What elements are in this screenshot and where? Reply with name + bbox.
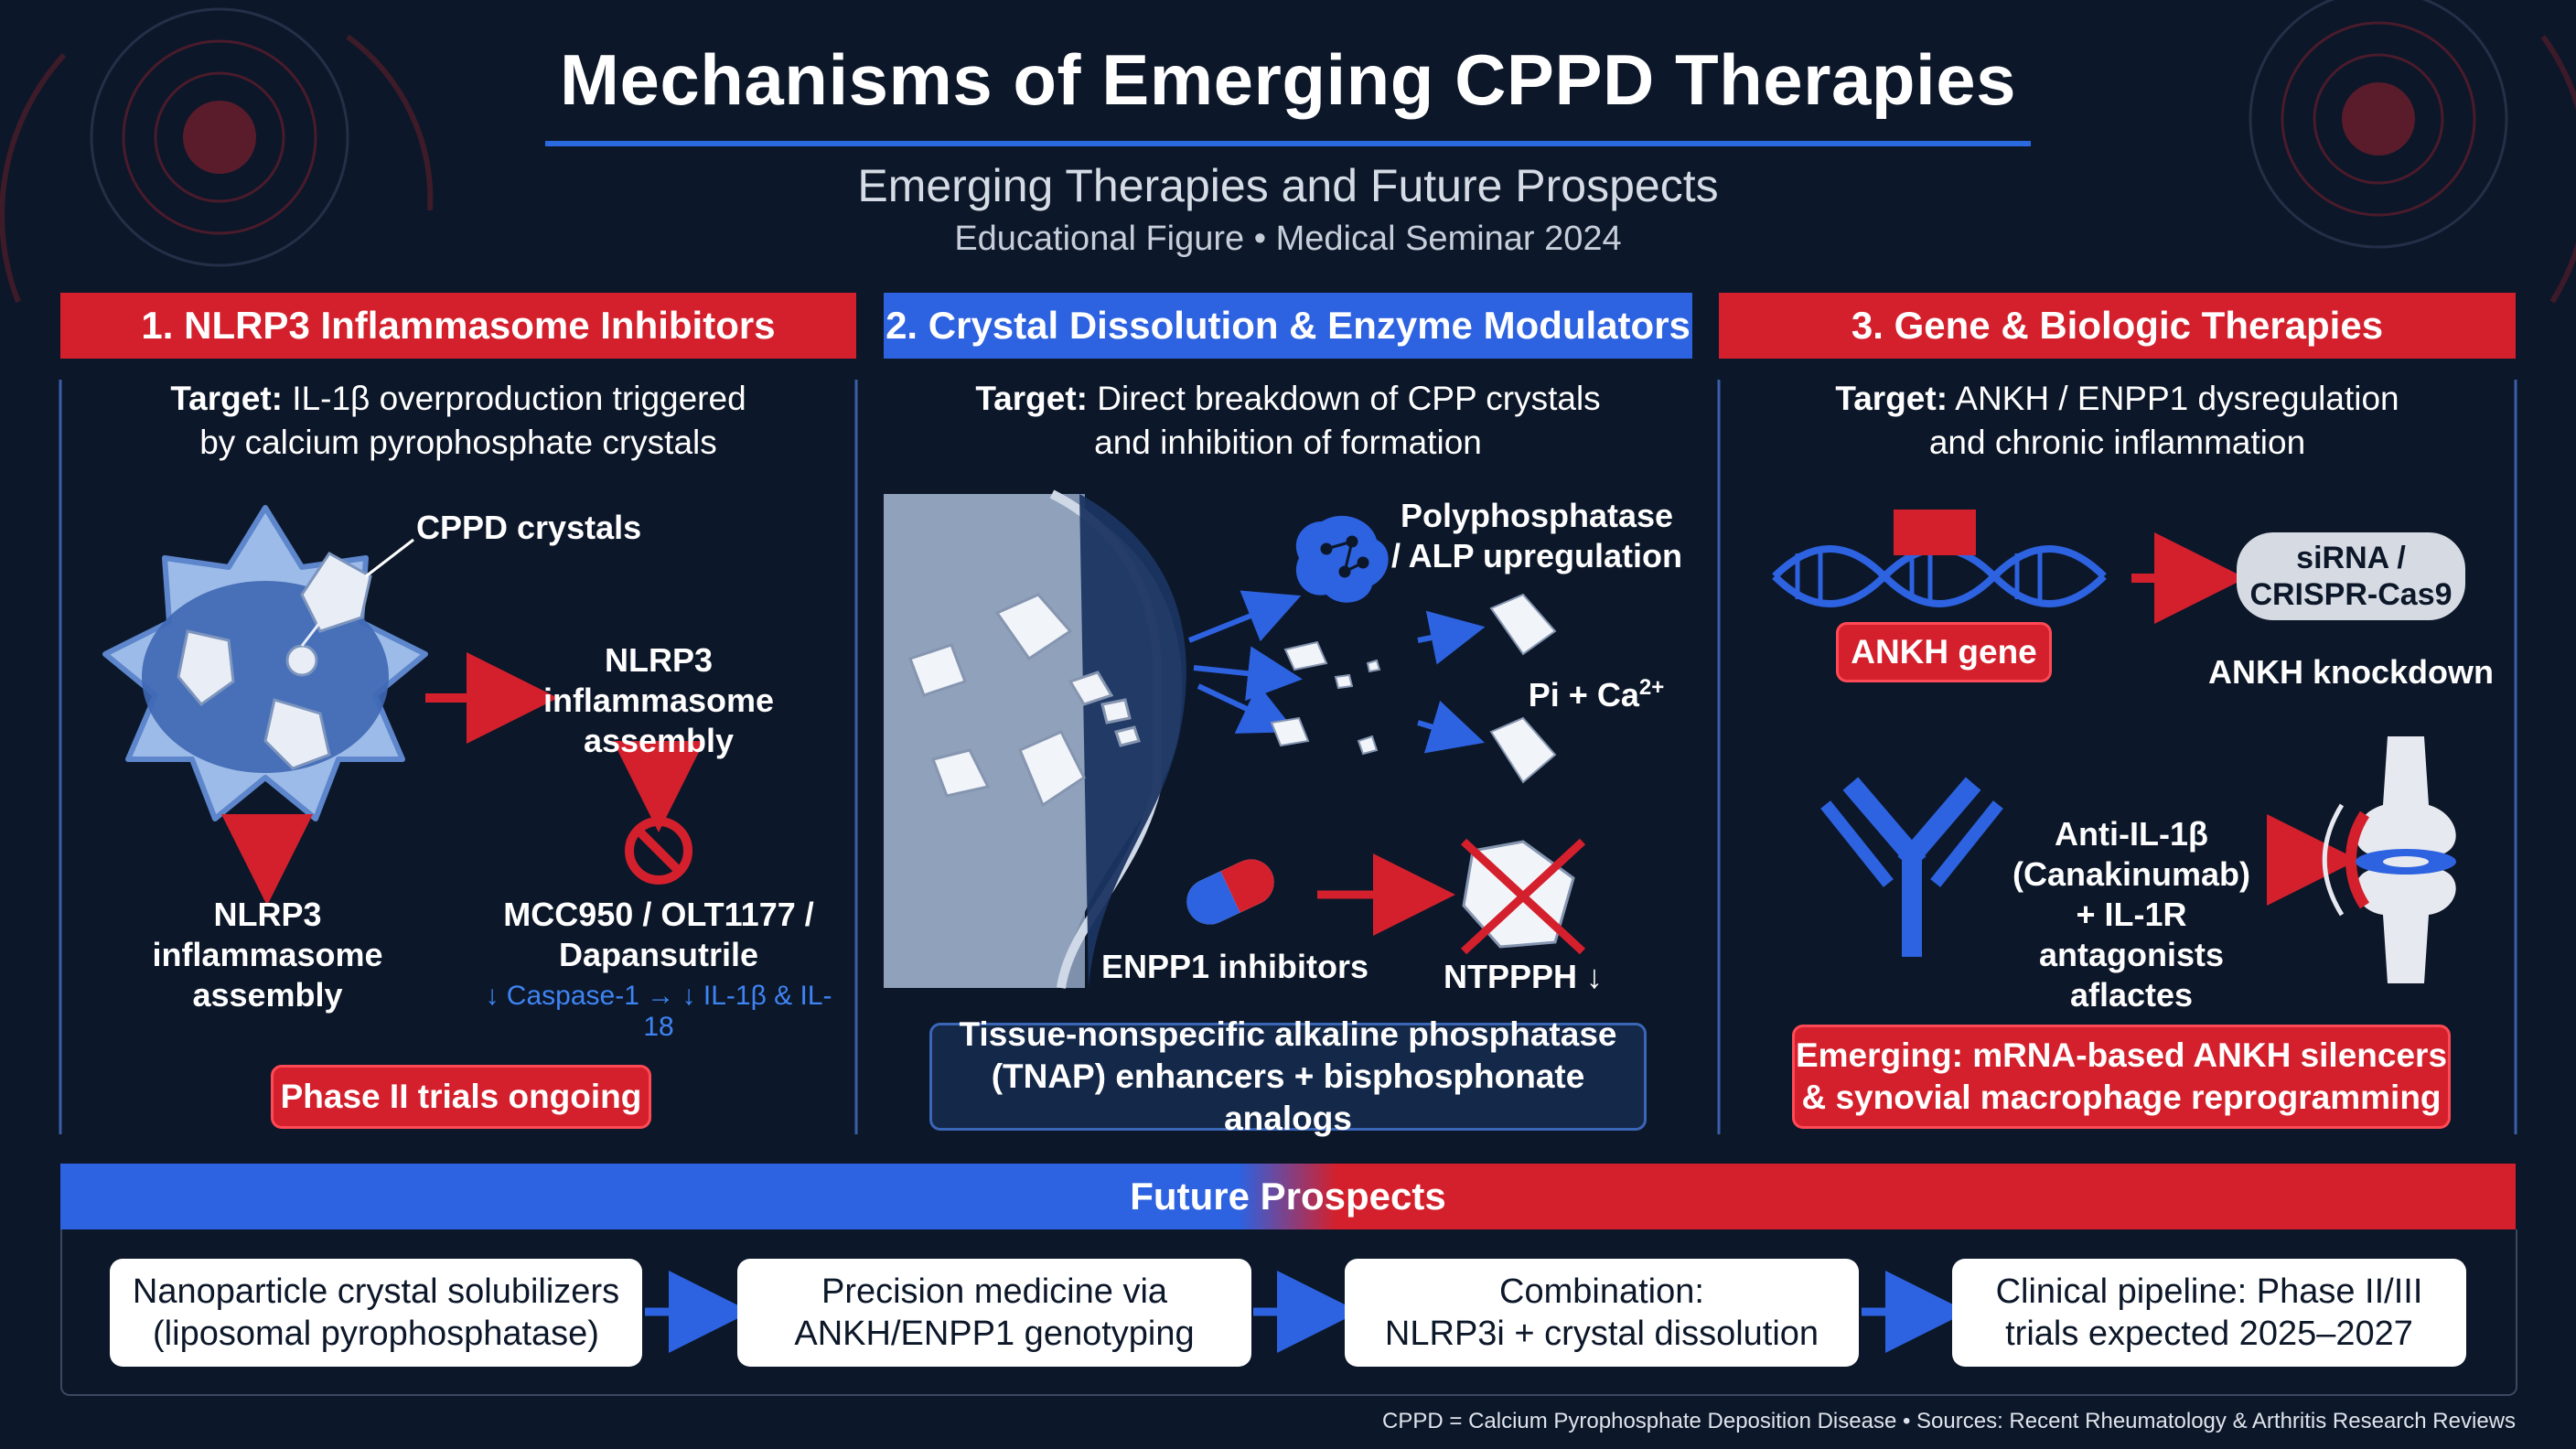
antibody-icon [1820, 777, 2003, 957]
inhibit-icon [625, 817, 692, 885]
ions-text: Pi + Ca [1528, 676, 1639, 714]
enpp1-inhibitors-label: ENPP1 inhibitors [1100, 948, 1369, 985]
tnap-note-box: Tissue-nonspecific alkaline phosphatase … [929, 1015, 1647, 1137]
panel-2-target-label: Target: [975, 380, 1088, 417]
ions-label: Pi + Ca2+ [1519, 668, 1674, 715]
capsule-icon [1186, 859, 1274, 925]
nlrp3-assembly-label-right: NLRP3 inflammasome assembly [542, 641, 775, 759]
panel-2-target-line-1: Direct breakdown of CPP crystals [1087, 380, 1601, 417]
panel-3-target-label: Target: [1835, 380, 1948, 417]
panel-3-target-line-2: and chronic inflammation [1928, 424, 2306, 461]
sirna-crispr-badge: siRNA / CRISPR-Cas9 [2237, 532, 2465, 620]
inhibitor-drugs-label: MCC950 / OLT1177 / Dapansutrile [503, 896, 814, 973]
future-prospects-heading: Future Prospects [60, 1164, 2516, 1229]
future-item-nanoparticle: Nanoparticle crystal solubilizers (lipos… [110, 1259, 642, 1367]
panel-1-target: Target: IL-1β overproduction triggered b… [60, 377, 856, 465]
ankh-knockdown-label: ANKH knockdown [2207, 653, 2494, 691]
page-title: Mechanisms of Emerging CPPD Therapies [560, 39, 2016, 120]
page-byline: Educational Figure • Medical Seminar 202… [954, 220, 1622, 258]
macrophage-cell-icon [102, 505, 428, 821]
caspase-effect-label: ↓ Caspase-1 → ↓ IL-1β & IL-18 [485, 981, 832, 1042]
dissolution-arrows [1187, 590, 1486, 754]
enzyme-icon [1295, 515, 1389, 603]
future-prospects-frame [60, 1229, 2517, 1396]
blocked-crystal-icon [1460, 838, 1586, 955]
anti-il1b-label: Anti-IL-1β (Canakinumab) + IL-1R antagon… [2012, 815, 2251, 1014]
left-ring-decoration [0, 7, 434, 304]
panel-2-heading: 2. Crystal Dissolution & Enzyme Modulato… [884, 293, 1692, 359]
ankh-gene-badge: ANKH gene [1836, 622, 2052, 682]
panel-1-target-line-1: IL-1β overproduction triggered [282, 380, 746, 417]
panel-3-heading: 3. Gene & Biologic Therapies [1719, 293, 2516, 359]
cppd-crystals-label: CPPD crystals [416, 509, 642, 546]
footnote: CPPD = Calcium Pyrophosphate Deposition … [1382, 1409, 2516, 1433]
right-ring-decoration [2249, 0, 2576, 304]
panel-3-target-line-1: ANKH / ENPP1 dysregulation [1948, 380, 2399, 417]
panel-2-target: Target: Direct breakdown of CPP crystals… [884, 377, 1692, 465]
crystal-fragments [1270, 593, 1557, 784]
future-item-precision-medicine: Precision medicine via ANKH/ENPP1 genoty… [737, 1259, 1251, 1367]
page-subtitle: Emerging Therapies and Future Prospects [857, 160, 1719, 211]
future-item-combination: Combination: NLRP3i + crystal dissolutio… [1345, 1259, 1859, 1367]
enzyme-label: Polyphosphatase / ALP upregulation [1390, 497, 1682, 574]
knee-joint-icon [2322, 736, 2456, 983]
ions-superscript: 2+ [1638, 675, 1665, 700]
phase-ii-status-badge: Phase II trials ongoing [271, 1065, 651, 1129]
nlrp3-assembly-label-left: NLRP3 inflammasome assembly [152, 896, 383, 1014]
panel-1-target-label: Target: [170, 380, 283, 417]
ntppph-label: NTPPPH ↓ [1443, 958, 1604, 995]
dna-helix-icon [1772, 510, 2107, 607]
future-item-clinical-pipeline: Clinical pipeline: Phase II/III trials e… [1952, 1259, 2466, 1367]
panel-2-target-line-2: and inhibition of formation [1094, 424, 1482, 461]
panel-1-target-line-2: by calcium pyrophosphate crystals [199, 424, 717, 461]
title-underline [545, 141, 2031, 146]
panel-1-heading: 1. NLRP3 Inflammasome Inhibitors [60, 293, 856, 359]
panel-dividers [59, 380, 2517, 1134]
joint-cartilage-illustration [884, 489, 1186, 989]
emerging-therapies-box: Emerging: mRNA-based ANKH silencers & sy… [1792, 1025, 2451, 1129]
panel-3-target: Target: ANKH / ENPP1 dysregulation and c… [1719, 377, 2516, 465]
